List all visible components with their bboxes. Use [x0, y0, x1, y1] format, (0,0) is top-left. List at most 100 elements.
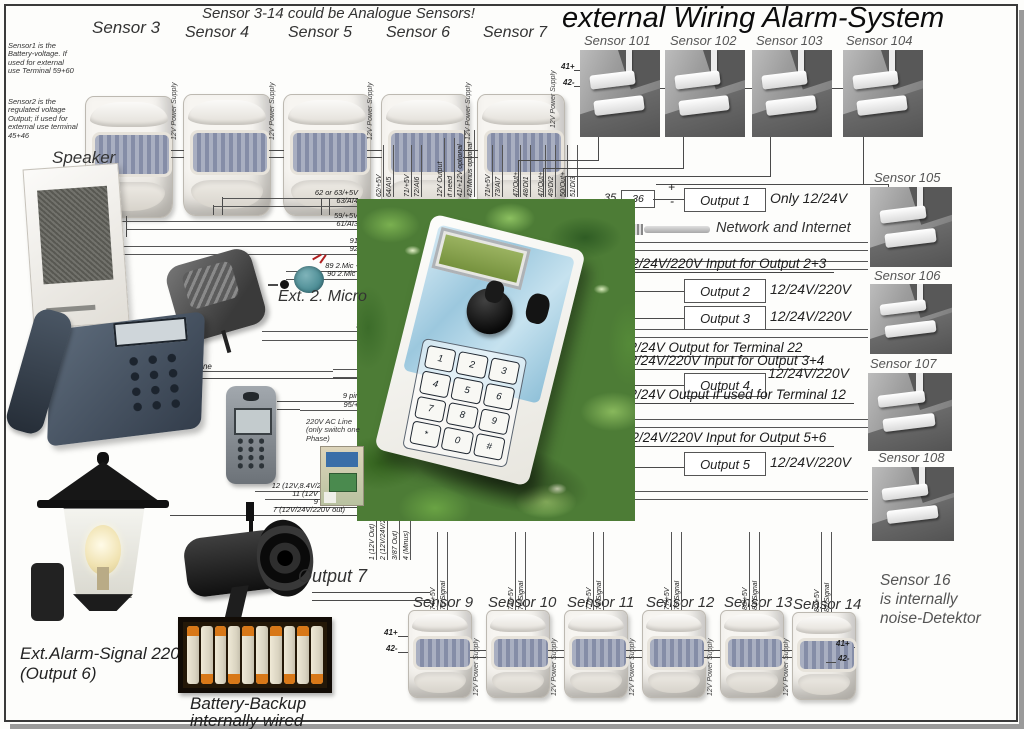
row31-text: 12/24V/220V Input for Output 2+3 — [622, 256, 835, 273]
relay-green-block — [328, 472, 358, 492]
magnet-bar — [673, 69, 721, 90]
wire-label-49-di2: 49/DI2 — [548, 145, 556, 197]
sensor10-label: Sensor 10 — [488, 594, 557, 611]
top-note: Sensor 3-14 could be Analogue Sensors! — [202, 5, 475, 22]
wire-label-71-5v-b: 71/+5V — [485, 145, 493, 197]
wire-label-89-mic: 89 2.Mic + — [286, 261, 360, 272]
sensor104-label: Sensor 104 — [846, 33, 913, 48]
wire-label-51-di3: 51/DI3 — [570, 145, 578, 197]
sensor-cable — [888, 50, 895, 80]
wire-label-12: 12 (12V,8.4V/220V in) — [255, 481, 345, 492]
wire-label-91: 91 — [122, 236, 358, 247]
wire — [704, 657, 720, 658]
wire — [832, 88, 843, 89]
wire — [312, 592, 430, 593]
wire-label-47-out-b: 47/Out+ — [538, 145, 546, 197]
sensor102-label: Sensor 102 — [670, 33, 737, 48]
sensor106-label: Sensor 106 — [874, 268, 941, 283]
pir-foot — [647, 672, 701, 693]
pir-cap — [646, 614, 702, 633]
battery-label-line2: internally wired — [190, 711, 304, 729]
wire-label-73-ai7: 73/AI7 — [495, 145, 503, 197]
wire — [277, 409, 300, 410]
wire-label-47-out: 47/Out+ — [513, 145, 521, 197]
lantern-roof — [43, 461, 163, 504]
wire — [782, 650, 792, 651]
wire — [329, 199, 330, 215]
wire-label-59-5v: 59/+5V — [118, 211, 358, 222]
wire — [565, 176, 771, 177]
sensor103-image — [752, 50, 832, 137]
pir-lens — [647, 635, 707, 671]
sensor101-label: Sensor 101 — [584, 33, 651, 48]
sensor3-label: Sensor 3 — [92, 18, 161, 37]
sensor5-label: Sensor 5 — [288, 24, 353, 41]
key-3: 3 — [487, 357, 521, 386]
rj45-pins — [631, 223, 643, 236]
wire — [470, 657, 486, 658]
sensor11-wire1: 77/+5V — [586, 532, 594, 610]
key-star: * — [409, 420, 443, 449]
wire — [367, 157, 382, 158]
mobile-phone-image — [226, 386, 276, 553]
wire — [398, 636, 408, 637]
wire — [565, 176, 566, 197]
relay-terminal — [323, 492, 337, 503]
output3-box: Output 3 — [684, 306, 766, 330]
sensor-cable — [916, 187, 924, 215]
sensor106-image — [870, 284, 952, 354]
alarm-control-unit: 1 2 3 4 5 6 7 8 9 * 0 # — [374, 213, 586, 487]
sensor103-label: Sensor 103 — [756, 33, 823, 48]
microphone-disc-icon — [294, 266, 324, 293]
battery-cell — [214, 626, 227, 684]
wire — [574, 70, 580, 71]
sensor6-image — [381, 94, 469, 216]
network-label: Network and Internet — [716, 220, 851, 236]
wire-label-if-need: if need — [447, 138, 455, 197]
pir-lens — [290, 129, 370, 176]
wire — [626, 650, 642, 651]
wire — [126, 216, 127, 237]
mobile-speaker — [243, 391, 259, 401]
output4-box: Output 4 — [684, 373, 766, 397]
mobile-plug — [246, 501, 254, 522]
output4-note: 12/24V/220V — [768, 365, 849, 381]
pir-foot — [569, 672, 623, 693]
wire-label-41-12v-opt: 41/+12V optional — [457, 130, 465, 197]
pir-cap — [288, 99, 366, 125]
wire — [854, 647, 855, 648]
wire-label-62-5v: 62/+5V — [376, 145, 384, 197]
sensor12-image — [642, 610, 707, 698]
power-supply-label: 12V Power Supply — [269, 82, 276, 140]
sensor9-label: Sensor 9 — [413, 594, 474, 611]
wire-label-32-di4: 32/DI4 — [602, 240, 868, 251]
sensor16-note-line3: noise-Detektor — [880, 610, 981, 627]
sensor-cable — [915, 373, 923, 400]
sensor9-image — [408, 610, 473, 698]
lantern-image — [28, 452, 178, 644]
wire — [155, 378, 400, 379]
pir-lens — [484, 129, 564, 176]
minus-sign: - — [670, 194, 674, 208]
scan-shadow-bottom — [10, 724, 1024, 729]
key-2: 2 — [455, 351, 489, 379]
pir-cap — [90, 101, 168, 127]
pir-lens — [388, 129, 468, 176]
output5-box: Output 5 — [684, 452, 766, 476]
pir-foot — [797, 674, 851, 695]
lantern-roof-brim — [37, 500, 169, 508]
power-supply-label: 12V Power Supply — [171, 82, 178, 140]
sensor13-image — [720, 610, 785, 698]
key-0: 0 — [440, 426, 474, 455]
wire — [782, 657, 792, 658]
wire-label-63-ai4: 63/AI4 — [213, 196, 358, 207]
wire — [826, 662, 836, 663]
terminal-41-plus-right: 41+ — [836, 639, 850, 648]
note-sensor2: Sensor2 is the regulated voltage Output;… — [8, 97, 78, 140]
battery-cell — [187, 626, 199, 684]
pir-foot — [190, 180, 264, 209]
sensor9-wire1: 74/+5V — [430, 532, 438, 610]
wire — [543, 168, 544, 197]
wire — [770, 137, 771, 176]
power-supply-label: 12V Power Supply — [465, 82, 472, 140]
